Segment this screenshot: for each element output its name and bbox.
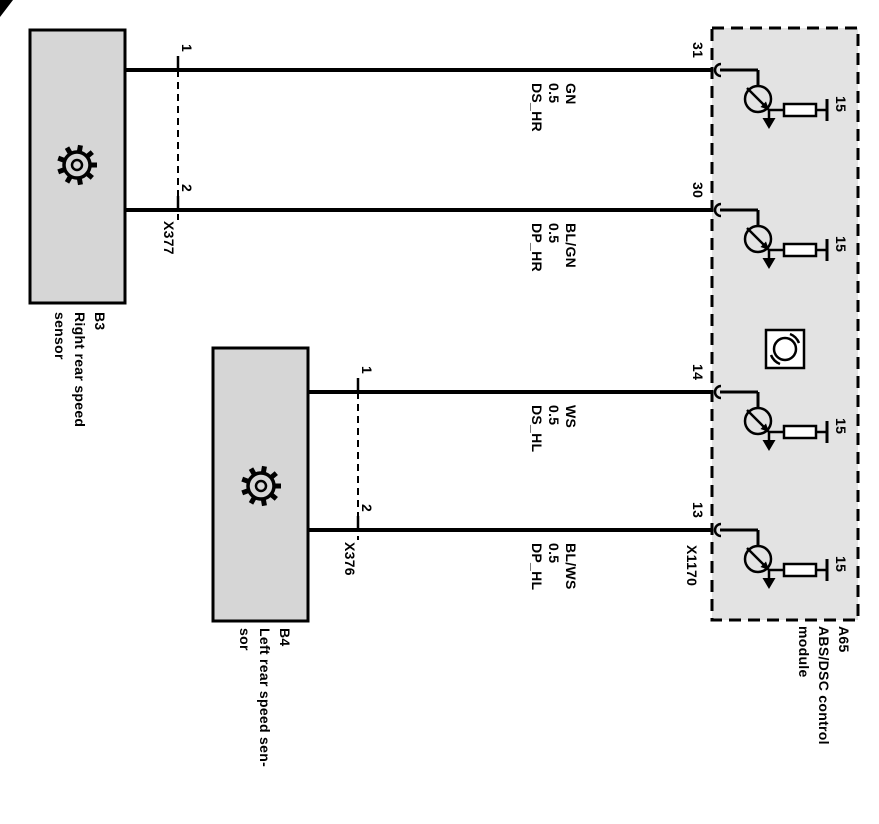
wire4-color-label: BL/WS	[563, 543, 579, 590]
module-pin-14-label: 14	[690, 364, 706, 381]
terminal-15-label-3: 15	[833, 418, 849, 435]
b3-pin1-label: 1	[179, 44, 195, 53]
wire3-size-label: 0.5	[546, 405, 562, 426]
wire1-size-label: 0.5	[546, 83, 562, 104]
b3-id-label: B3	[92, 312, 108, 331]
b3-name-line1: Right rear speed	[72, 312, 88, 428]
terminal-15-label-1: 15	[833, 96, 849, 113]
terminal-15-label-4: 15	[833, 556, 849, 573]
wire1-color-label: GN	[563, 83, 579, 105]
b4-pin1-label: 1	[359, 366, 375, 375]
b3-sensor-box	[28, 28, 127, 305]
abs-wheel-icon	[764, 328, 806, 370]
wire4-size-label: 0.5	[546, 543, 562, 564]
wire2-signal-label: DP_HR	[529, 223, 545, 272]
module-pin-31-label: 31	[690, 42, 706, 59]
module-pin-13-label: 13	[690, 502, 706, 519]
a65-name-line1: ABS/DSC control	[816, 626, 832, 745]
wire3-signal-label: DS_HL	[529, 405, 545, 453]
wire2-size-label: 0.5	[546, 223, 562, 244]
b3-pin2-label: 2	[179, 184, 195, 193]
b4-sensor-box	[211, 346, 310, 623]
wire4-signal-label: DP_HL	[529, 543, 545, 591]
module-pin-30-label: 30	[690, 182, 706, 199]
connector-x377-label: X377	[161, 221, 177, 255]
wire2-color-label: BL/GN	[563, 223, 579, 269]
page-corner-mark	[0, 0, 13, 17]
connector-x376-label: X376	[342, 542, 358, 576]
connector-x1170-label: X1170	[684, 545, 700, 587]
b4-name-line1: Left rear speed sen-	[257, 628, 273, 768]
b3-name-line2: sensor	[52, 312, 68, 360]
wire3-color-label: WS	[563, 405, 579, 429]
b4-id-label: B4	[277, 628, 293, 647]
a65-name-line2: module	[796, 626, 812, 678]
b4-pin2-label: 2	[359, 504, 375, 513]
terminal-15-label-2: 15	[833, 236, 849, 253]
a65-module-box	[710, 26, 860, 622]
wire1-signal-label: DS_HR	[529, 83, 545, 132]
a65-id-label: A65	[836, 626, 852, 653]
b4-name-line2: sor	[237, 628, 253, 651]
